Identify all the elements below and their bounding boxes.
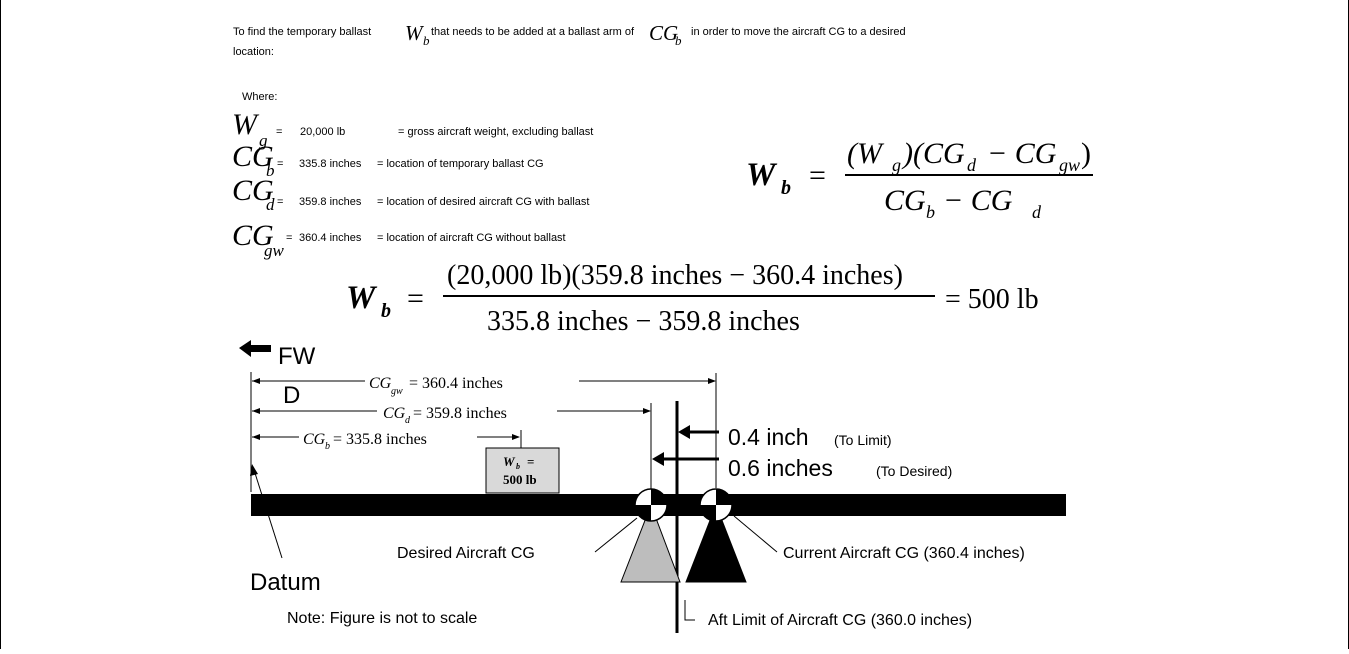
intro-cgb-symbol: CG	[649, 21, 678, 45]
to-desired-note: (To Desired)	[876, 463, 952, 479]
dimension-cgd: CG d = 359.8 inches	[252, 403, 652, 490]
var-subscript: gw	[264, 241, 285, 260]
desired-cg-fulcrum	[620, 488, 681, 583]
ballast-formula: W b = (W g )(CG d − CG gw ) CG b − CG d	[746, 137, 1093, 222]
var-symbol: W	[232, 108, 260, 141]
ballast-weight-box: W b = 500 lb	[485, 447, 560, 494]
to-limit-arrow	[678, 425, 719, 439]
intro-wb-subscript: b	[423, 33, 430, 48]
formula-num-part-b: )(CG	[901, 137, 965, 170]
dim-label-text: = 360.4 inches	[409, 375, 503, 392]
calc-lhs-symbol: W	[346, 280, 378, 316]
to-limit-value: 0.4 inch	[728, 424, 809, 450]
variable-row-cggw: CG gw = 360.4 inches = location of aircr…	[232, 219, 566, 260]
formula-den-part-a: CG	[884, 184, 926, 217]
var-value: 360.4 inches	[299, 232, 362, 244]
formula-num-part-a: (W	[847, 137, 885, 170]
aft-limit-label: Aft Limit of Aircraft CG (360.0 inches)	[708, 612, 972, 629]
intro-text-part3: in order to move the aircraft CG to a de…	[691, 26, 906, 38]
var-symbol: CG	[232, 174, 274, 207]
var-equals: =	[277, 158, 283, 170]
aft-limit-bracket	[684, 600, 695, 621]
fwd-label-line2: D	[283, 382, 300, 409]
to-limit-note: (To Limit)	[834, 432, 892, 448]
current-cg-leader	[733, 515, 778, 553]
intro-text-line2: location:	[233, 46, 274, 58]
calc-equals: =	[407, 282, 424, 315]
datum-label: Datum	[250, 569, 321, 596]
current-cg-fulcrum	[685, 488, 747, 583]
dimension-cggw: CG gw = 360.4 inches	[252, 373, 717, 488]
calc-lhs-subscript: b	[381, 300, 391, 322]
var-value: 359.8 inches	[299, 196, 362, 208]
dimension-cgb: CG b = 335.8 inches	[252, 430, 522, 452]
intro-wb-symbol: W	[405, 21, 425, 45]
formula-num-sub-a: g	[892, 155, 901, 175]
formula-den-part-b: − CG	[943, 184, 1013, 217]
variable-row-cgd: CG d = 359.8 inches = location of desire…	[232, 174, 589, 214]
forward-direction-indicator: FW D	[239, 340, 316, 409]
calc-result: = 500 lb	[945, 284, 1039, 315]
var-subscript: b	[266, 161, 275, 180]
intro-text-part2: that needs to be added at a ballast arm …	[431, 26, 635, 38]
dim-label-subscript: gw	[391, 386, 403, 397]
var-value: 335.8 inches	[299, 158, 362, 170]
scale-note: Note: Figure is not to scale	[287, 610, 477, 627]
formula-equals: =	[809, 159, 826, 192]
ballast-weight-value: 500 lb	[503, 472, 537, 487]
datum-pointer-line	[253, 469, 283, 559]
left-arrow-icon	[239, 340, 271, 357]
dim-label-text: = 359.8 inches	[413, 405, 507, 422]
dim-label-symbol: CG	[303, 431, 326, 448]
formula-den-sub-a: b	[926, 202, 935, 222]
ballast-equals: =	[527, 454, 534, 469]
formula-num-part-d: )	[1081, 137, 1091, 170]
var-description: = location of aircraft CG without ballas…	[377, 232, 566, 244]
formula-num-sub-c: gw	[1059, 155, 1080, 175]
variable-row-wg: W g = 20,000 lb = gross aircraft weight,…	[232, 108, 593, 150]
formula-num-part-c: − CG	[987, 137, 1057, 170]
var-symbol: CG	[232, 219, 274, 252]
formula-num-sub-b: d	[967, 155, 977, 175]
calc-numerator: (20,000 lb)(359.8 inches − 360.4 inches)	[447, 260, 903, 291]
dim-label-symbol: CG	[369, 375, 392, 392]
var-value: 20,000 lb	[300, 126, 345, 138]
fwd-label-line1: FW	[278, 343, 316, 370]
dim-label-text: = 335.8 inches	[333, 431, 427, 448]
variable-row-cgb: CG b = 335.8 inches = location of tempor…	[232, 140, 544, 180]
where-label: Where:	[242, 91, 277, 103]
var-equals: =	[276, 126, 282, 138]
formula-lhs-symbol: W	[746, 157, 778, 193]
calc-denominator: 335.8 inches − 359.8 inches	[487, 306, 800, 337]
var-equals: =	[277, 196, 283, 208]
ballast-calculation: W b = (20,000 lb)(359.8 inches − 360.4 i…	[346, 260, 1039, 337]
ballast-subscript: b	[516, 462, 520, 471]
var-symbol: CG	[232, 140, 274, 173]
intro-cgb-subscript: b	[675, 33, 682, 48]
formula-den-sub-b: d	[1032, 202, 1042, 222]
var-subscript: d	[266, 195, 275, 214]
var-description: = location of desired aircraft CG with b…	[377, 196, 589, 208]
to-desired-value: 0.6 inches	[728, 455, 833, 481]
var-description: = gross aircraft weight, excluding balla…	[398, 126, 593, 138]
ballast-symbol: W	[503, 454, 516, 469]
dim-label-subscript: b	[325, 441, 330, 452]
desired-cg-label: Desired Aircraft CG	[397, 545, 535, 562]
to-desired-arrow	[652, 452, 719, 466]
intro-text-part1: To find the temporary ballast	[233, 26, 371, 38]
desired-cg-leader	[594, 517, 638, 553]
dim-label-subscript: d	[405, 415, 411, 426]
var-subscript: g	[259, 131, 268, 150]
dim-label-symbol: CG	[383, 405, 406, 422]
current-cg-label: Current Aircraft CG (360.4 inches)	[783, 545, 1025, 562]
formula-lhs-subscript: b	[781, 177, 791, 199]
var-description: = location of temporary ballast CG	[377, 158, 544, 170]
var-equals: =	[286, 232, 292, 244]
datum-arrowhead	[250, 464, 258, 476]
